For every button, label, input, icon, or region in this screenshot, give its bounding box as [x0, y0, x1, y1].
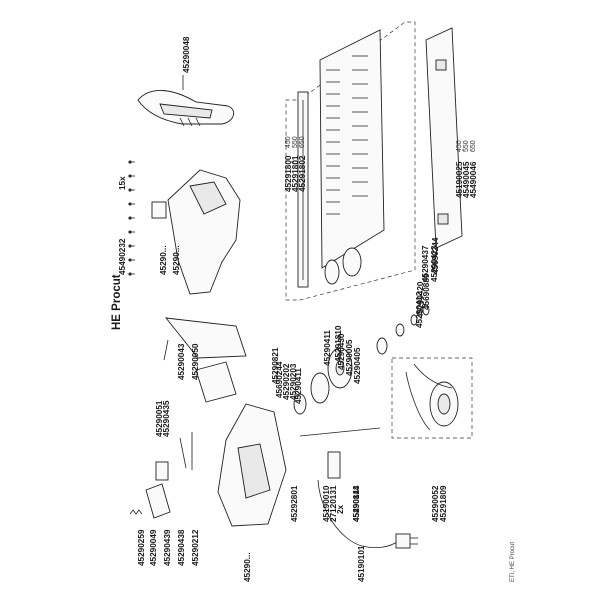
part-number-label: 45290405 [353, 347, 362, 384]
part-number-label: 45290411 [294, 368, 303, 404]
part-number-label: 45290050 [191, 343, 200, 380]
part-number-label: 45290438 [177, 529, 186, 566]
blade-length-variant-label: 450 [456, 140, 463, 152]
diagram-title: HE Procut [111, 274, 123, 330]
blade-guard-part [297, 91, 309, 288]
leader-lines [163, 75, 463, 361]
part-number-label: 45290439 [163, 529, 172, 566]
part-number-label: 45290212 [191, 529, 200, 566]
capacitor-part [299, 427, 381, 479]
part-number-label: 45290435 [162, 400, 171, 437]
part-number-label: 2x [336, 504, 345, 514]
part-number-label: 45292801 [290, 485, 299, 522]
part-number-label: 45290412 [415, 291, 424, 328]
upper-housing-part [151, 169, 241, 295]
part-number-label: 45490046 [469, 161, 478, 198]
part-number-label: 45291802 [298, 155, 307, 192]
screw-column [128, 160, 135, 276]
spring-part [129, 509, 143, 515]
part-number-label: 45290411 [323, 330, 332, 366]
motor-wiring-part [391, 357, 473, 439]
part-number-label: 45290813 [352, 485, 361, 522]
trigger-part [164, 317, 247, 359]
blade-length-variant-label: 650 [470, 140, 477, 152]
footer-caption: ETI, HE Procut [510, 541, 516, 582]
blade-box-outline [285, 21, 416, 301]
part-number-label: 45190101 [357, 545, 366, 582]
part-number-label: 45291809 [439, 485, 448, 522]
cable-plug-part [317, 479, 418, 549]
part-number-label: 45290423 [430, 245, 439, 282]
gear-stack-part [293, 304, 430, 415]
part-number-label: 15x [118, 176, 127, 190]
blade-length-variant-label: 550 [463, 140, 470, 152]
part-number-label: 45290048 [182, 36, 191, 73]
part-number-label: 45290043 [177, 343, 186, 380]
blade-cover-part [425, 27, 463, 249]
part-number-label: 45290... [159, 245, 168, 275]
part-number-label: 45290049 [149, 529, 158, 566]
hook-handle-part [137, 90, 235, 127]
part-number-label: 27120131 [329, 485, 338, 522]
blade-length-variant-label: 650 [299, 136, 306, 148]
lower-housing-part [217, 403, 287, 527]
handle-bracket-part [195, 361, 237, 403]
part-number-label: 45290259 [137, 529, 146, 566]
part-number-label: 45290... [172, 245, 181, 275]
part-number-label: 45490232 [118, 238, 127, 275]
switch-parts [145, 432, 193, 519]
blade-length-variant-label: 550 [292, 136, 299, 148]
blade-length-variant-label: 450 [285, 136, 292, 148]
blade-assembly-part [319, 29, 385, 285]
part-number-label: 45290... [243, 552, 252, 582]
